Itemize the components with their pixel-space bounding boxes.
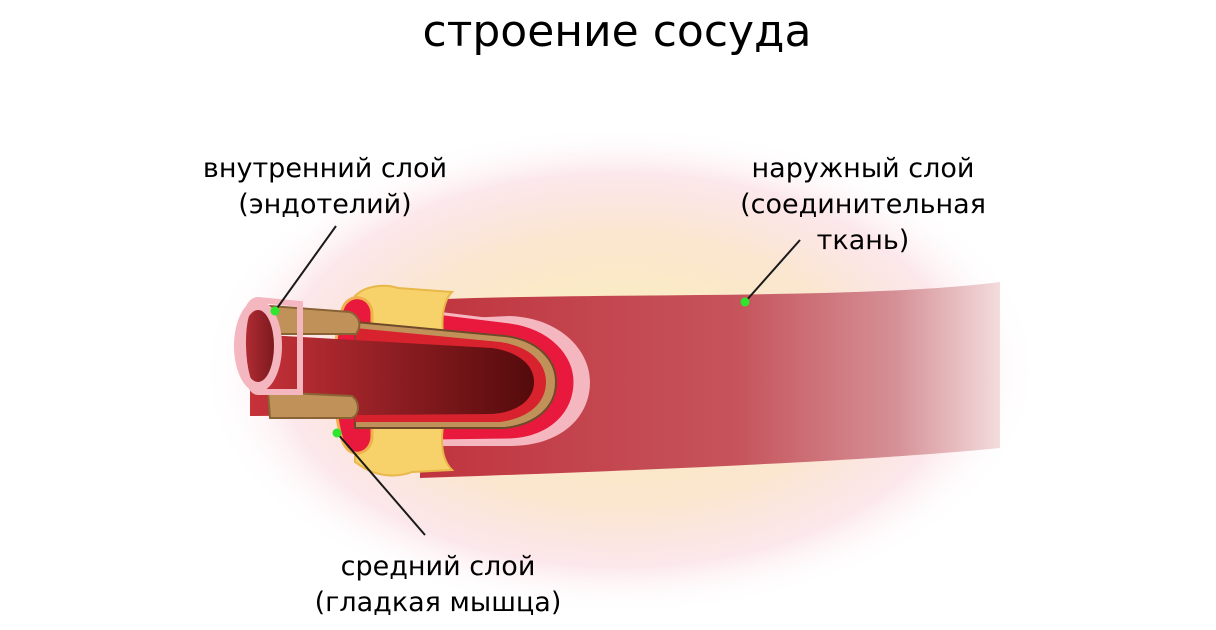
- middle-layer-label-line1: средний слой: [341, 551, 536, 582]
- inner-tube-opening: [242, 310, 274, 382]
- middle-layer-marker: [332, 428, 342, 438]
- middle-layer-label-line2: (гладкая мышца): [315, 587, 562, 618]
- inner-layer-leader-line: [274, 225, 337, 312]
- inner-tube-wall: [240, 296, 303, 395]
- outer-layer-label-line3: ткань): [817, 225, 910, 256]
- inner-layer-marker: [270, 306, 280, 316]
- outer-layer-label-line2: (соединительная: [740, 189, 986, 220]
- inner-layer-label-line1: внутренний слой: [203, 153, 447, 184]
- outer-layer-marker: [740, 297, 750, 307]
- outer-layer-leader-line: [744, 239, 801, 303]
- inner-layer-label-line2: (эндотелий): [238, 189, 411, 220]
- endothelium-tube-top: [266, 304, 361, 335]
- outer-layer-label-line1: наружный слой: [752, 153, 975, 184]
- endothelium-tube-bottom: [266, 390, 359, 419]
- middle-layer-leader-line: [336, 432, 426, 536]
- diagram-title: строение сосуда: [423, 6, 812, 57]
